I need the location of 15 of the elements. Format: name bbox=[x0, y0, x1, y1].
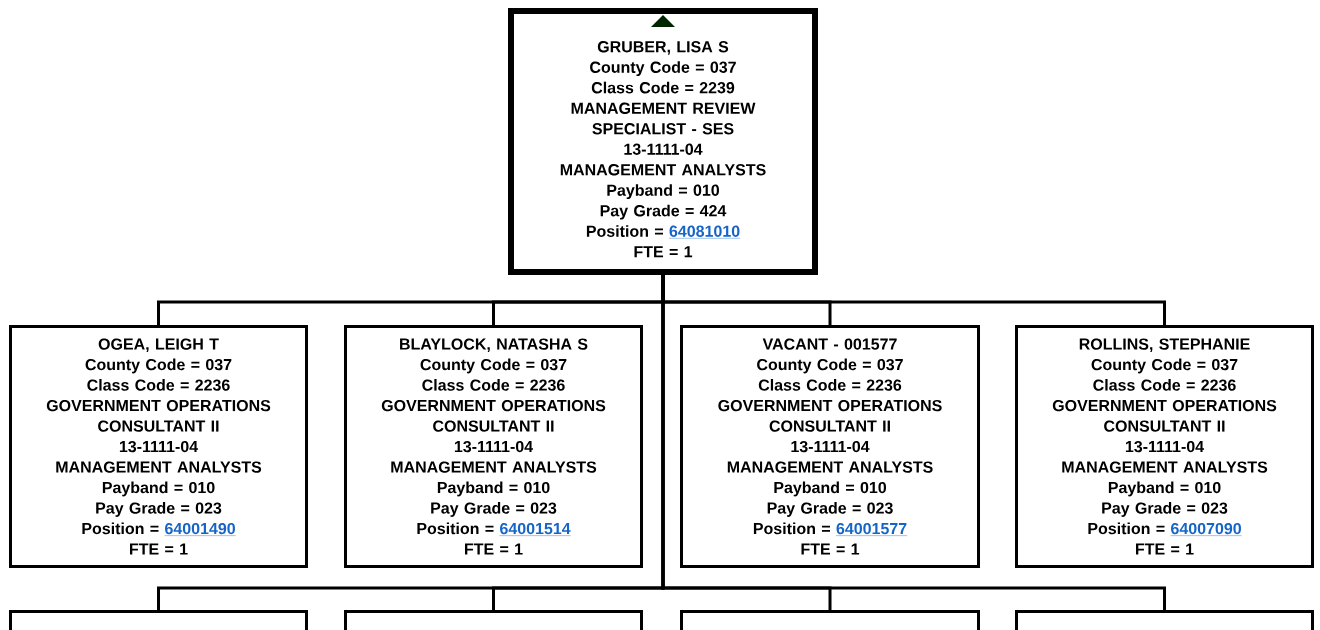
link: 64001577 bbox=[835, 522, 908, 536]
empty-box bbox=[9, 610, 308, 630]
empty-box bbox=[1015, 610, 1314, 630]
position-box: GRUBER, LISA S County Code = 037 Class Code = 2239 MANAGEMENT REVIEW SPECIALIST - SES 13-1111-04 MANAGEMENT ANALYSTS Payband = 010 Pay Grade = 424 Position = 64081010 FTE = 1 bbox=[508, 8, 818, 275]
position-box: BLAYLOCK, NATASHA S County Code = 037 Class Code = 2236 GOVERNMENT OPERATIONS CONSULTANT II 13-1111-04 MANAGEMENT ANALYSTS Payband = 010 Pay Grade = 023 Position = 64001514 FTE = 1 bbox=[344, 325, 643, 568]
position-box: ROLLINS, STEPHANIE County Code = 037 Class Code = 2236 GOVERNMENT OPERATIONS CONSULTANT II 13-1111-04 MANAGEMENT ANALYSTS Payband = 010 Pay Grade = 023 Position = 64007090 FTE = 1 bbox=[1015, 325, 1314, 568]
link: 64001490 bbox=[164, 522, 236, 536]
connector-line bbox=[661, 275, 1166, 610]
link: 64081010 bbox=[668, 225, 741, 239]
link: 64001514 bbox=[499, 522, 571, 536]
position-box: VACANT - 001577 County Code = 037 Class Code = 2236 GOVERNMENT OPERATIONS CONSULTANT II 13-1111-04 MANAGEMENT ANALYSTS Payband = 010 Pay Grade = 023 Position = 64001577 FTE = 1 bbox=[680, 325, 980, 568]
position-box: OGEA, LEIGH T County Code = 037 Class Code = 2236 GOVERNMENT OPERATIONS CONSULTANT II 13-1111-04 MANAGEMENT ANALYSTS Payband = 010 Pay Grade = 023 Position = 64001490 FTE = 1 bbox=[9, 325, 308, 568]
link: 64007090 bbox=[1170, 522, 1242, 536]
empty-box bbox=[344, 610, 643, 630]
empty-box bbox=[680, 610, 980, 630]
